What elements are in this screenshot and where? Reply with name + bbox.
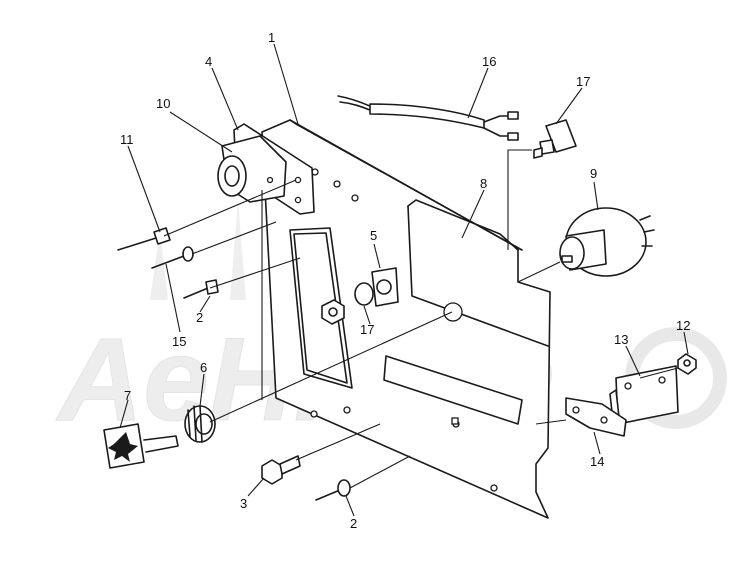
wire-harness-part [337,95,519,141]
callout-label: 10 [156,96,170,111]
knurled-nut-part [184,405,216,443]
callout-label: 14 [590,454,604,469]
assembly-lines [163,149,679,489]
key-part [103,423,179,469]
callout-label: 2 [350,516,357,531]
light-housing-part [217,135,287,203]
callout-labels: 1 2 2 3 4 5 6 7 8 9 10 11 12 13 14 15 16… [120,30,690,531]
callout-label: 4 [205,54,212,69]
callout-label: 15 [172,334,186,349]
callout-label: 9 [590,166,597,181]
toggle-switch-part [533,119,577,159]
bolt-part [261,455,301,485]
callout-label: 2 [196,310,203,325]
callout-label: 3 [240,496,247,511]
callout-label: 12 [676,318,690,333]
callout-label: 17 [360,322,374,337]
callout-label: 5 [370,228,377,243]
callout-label: 17 [576,74,590,89]
main-panel-part [261,119,551,519]
callout-label: 6 [200,360,207,375]
callout-label: 11 [120,132,134,147]
ignition-switch-part [559,207,655,277]
square-plate-part [371,267,399,307]
callout-label: 16 [482,54,496,69]
fasteners-left-part [117,227,219,299]
callout-label: 13 [614,332,628,347]
nut-washer-part [321,282,374,325]
callout-label: 7 [124,388,131,403]
clamp-plates-part [565,353,697,437]
fastener-bottom-part [315,479,351,501]
callout-leaders [119,43,689,517]
callout-label: 1 [268,30,275,45]
callout-label: 8 [480,176,487,191]
